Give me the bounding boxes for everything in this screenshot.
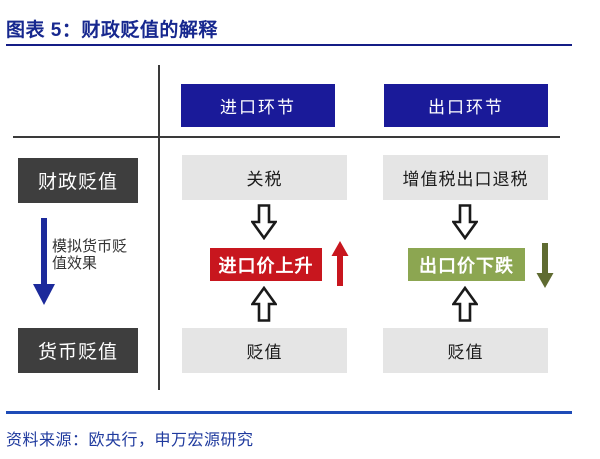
table-vertical-divider xyxy=(158,65,160,390)
red-up-arrow-icon xyxy=(331,241,349,291)
olive-down-arrow-icon xyxy=(536,243,554,293)
navy-down-arrow-icon xyxy=(32,218,56,311)
bottom-rule xyxy=(6,411,572,414)
figure-title: 图表 5：财政贬值的解释 xyxy=(6,20,218,41)
source-line: 资料来源：欧央行，申万宏源研究 xyxy=(6,432,254,449)
label-currency-devaluation: 货币贬值 xyxy=(18,328,138,373)
hollow-down-arrow-icon xyxy=(450,204,480,245)
box-import-price-rise: 进口价上升 xyxy=(210,248,322,281)
table-horizontal-divider xyxy=(13,136,560,138)
box-devaluation-export: 贬值 xyxy=(383,328,548,373)
hollow-up-arrow-icon xyxy=(249,285,279,327)
box-vat-export-rebate: 增值税出口退税 xyxy=(383,155,548,200)
box-tariff: 关税 xyxy=(182,155,347,200)
simulate-devaluation-note: 模拟货币贬值效果 xyxy=(52,238,128,272)
hollow-down-arrow-icon xyxy=(249,204,279,245)
label-fiscal-devaluation: 财政贬值 xyxy=(18,158,138,203)
box-devaluation-import: 贬值 xyxy=(182,328,347,373)
header-import-stage: 进口环节 xyxy=(181,84,335,127)
box-export-price-fall: 出口价下跌 xyxy=(408,248,525,281)
hollow-up-arrow-icon xyxy=(450,285,480,327)
title-underline xyxy=(6,44,572,46)
header-export-stage: 出口环节 xyxy=(384,84,548,127)
